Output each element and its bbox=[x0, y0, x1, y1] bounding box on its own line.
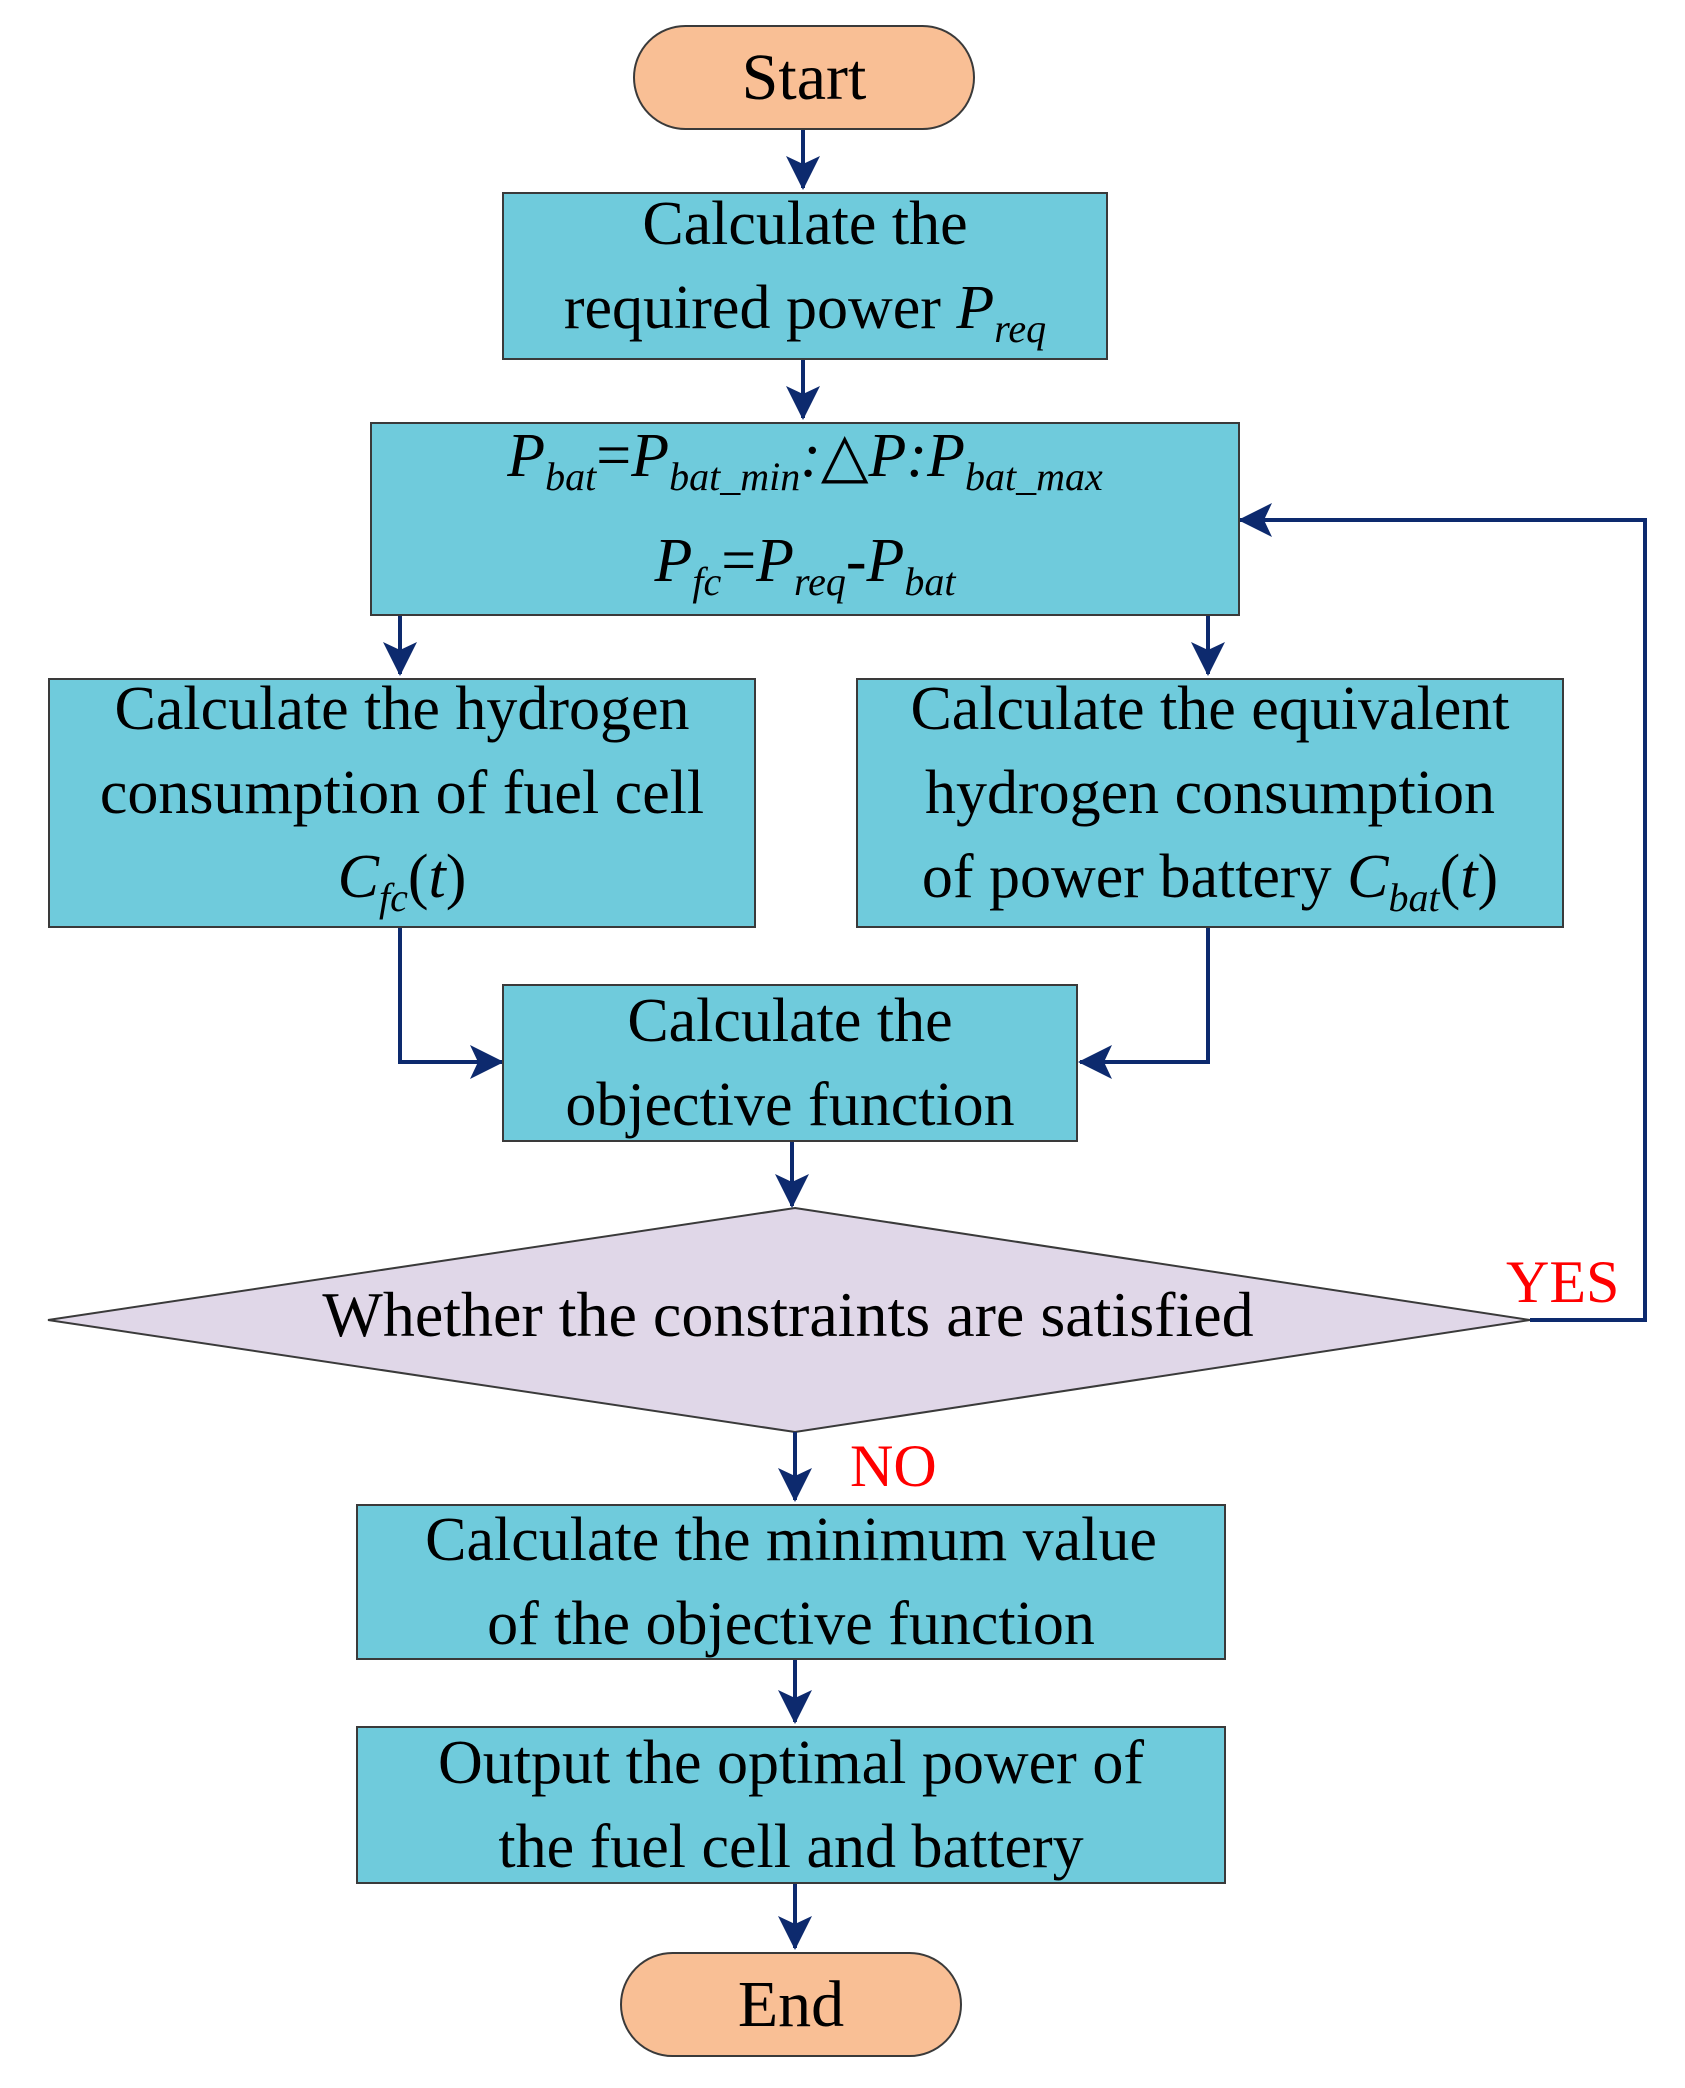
cfc-arg: t bbox=[428, 842, 446, 911]
battery-line1: Calculate the equivalent bbox=[910, 674, 1510, 743]
preq-symbol-sub: req bbox=[994, 305, 1047, 351]
preq-sub: req bbox=[794, 559, 846, 604]
battery-line2: hydrogen consumption bbox=[925, 758, 1495, 827]
pbat2-sub: bat bbox=[904, 559, 956, 604]
power-split-box: Pbat=Pbat_min:△P:Pbat_max Pfc=Preq-Pbat bbox=[370, 422, 1240, 616]
cbat-sub: bat bbox=[1388, 874, 1440, 920]
cfc-base: C bbox=[337, 842, 379, 911]
pbat-min-sub: bat_min bbox=[669, 454, 801, 499]
start-label: Start bbox=[741, 40, 867, 114]
battery-consumption-box: Calculate the equivalent hydrogen consum… bbox=[856, 675, 1564, 928]
arrow-battery-to-objective bbox=[1078, 928, 1210, 1079]
fuel-cell-consumption-box: Calculate the hydrogen consumption of fu… bbox=[48, 675, 756, 928]
calc-required-power-text: required power bbox=[563, 273, 941, 342]
minus-sign: - bbox=[845, 527, 867, 595]
preq-symbol: Preq bbox=[956, 273, 1046, 351]
delta-p: △P bbox=[820, 422, 907, 490]
pbat-sub: bat bbox=[545, 454, 597, 499]
battery-line3: of power battery Cbat(t) bbox=[922, 835, 1498, 940]
start-terminal: Start bbox=[633, 25, 975, 130]
fuel-cell-line1: Calculate the hydrogen bbox=[114, 674, 690, 743]
pbat2-base: P bbox=[866, 527, 905, 595]
fuel-cell-line3: Cfc(t) bbox=[338, 835, 467, 940]
cbat-base: C bbox=[1347, 842, 1389, 911]
cbat-paren-close: ) bbox=[1477, 842, 1499, 911]
arrow-fuel-cell-to-objective bbox=[398, 928, 504, 1079]
cbat-paren-open: ( bbox=[1439, 842, 1461, 911]
pfc-equals: = bbox=[721, 527, 757, 595]
cfc-paren-open: ( bbox=[407, 842, 429, 911]
power-split-line2: Pfc=Preq-Pbat bbox=[654, 519, 955, 624]
minimum-line2: of the objective function bbox=[487, 1590, 1095, 1658]
calc-required-power-line1: Calculate the bbox=[642, 189, 968, 258]
battery-line3-prefix: of power battery bbox=[921, 842, 1348, 911]
minimum-value-box: Calculate the minimum value of the objec… bbox=[356, 1504, 1226, 1660]
colon-1: : bbox=[800, 422, 821, 490]
pbat-max-base: P bbox=[927, 422, 965, 490]
colon-2: : bbox=[906, 422, 928, 490]
no-label: NO bbox=[850, 1433, 937, 1499]
calc-required-power-box: Calculate the required power Preq bbox=[502, 190, 1108, 360]
arrow-yes-loop-to-split bbox=[1238, 503, 1647, 1322]
preq-base: P bbox=[756, 527, 795, 595]
objective-line1: Calculate the bbox=[627, 987, 953, 1055]
pbat-max-sub: bat_max bbox=[964, 454, 1103, 499]
end-label: End bbox=[737, 1967, 845, 2041]
cbat-arg: t bbox=[1460, 842, 1478, 911]
decision-label: Whether the constraints are satisfied bbox=[322, 1279, 1254, 1350]
pbat-min-base: P bbox=[631, 422, 670, 490]
calc-required-power-line2: required power Preq bbox=[564, 266, 1046, 371]
objective-line2: objective function bbox=[565, 1071, 1015, 1139]
power-split-line1: Pbat=Pbat_min:△P:Pbat_max bbox=[507, 414, 1102, 519]
output-line1: Output the optimal power of bbox=[438, 1729, 1144, 1797]
minimum-line1: Calculate the minimum value bbox=[425, 1506, 1157, 1574]
yes-label: YES bbox=[1506, 1249, 1620, 1315]
objective-function-box: Calculate the objective function bbox=[502, 984, 1078, 1142]
end-terminal: End bbox=[620, 1952, 962, 2057]
pbat-equals: = bbox=[596, 422, 632, 490]
cfc-sub: fc bbox=[378, 874, 408, 920]
output-line2: the fuel cell and battery bbox=[498, 1813, 1084, 1881]
cfc-paren-close: ) bbox=[445, 842, 467, 911]
pfc-base: P bbox=[654, 527, 693, 595]
pbat-base: P bbox=[507, 422, 546, 490]
pfc-sub: fc bbox=[692, 559, 722, 604]
preq-symbol-base: P bbox=[956, 273, 995, 342]
fuel-cell-line2: consumption of fuel cell bbox=[99, 758, 705, 827]
output-box: Output the optimal power of the fuel cel… bbox=[356, 1726, 1226, 1884]
